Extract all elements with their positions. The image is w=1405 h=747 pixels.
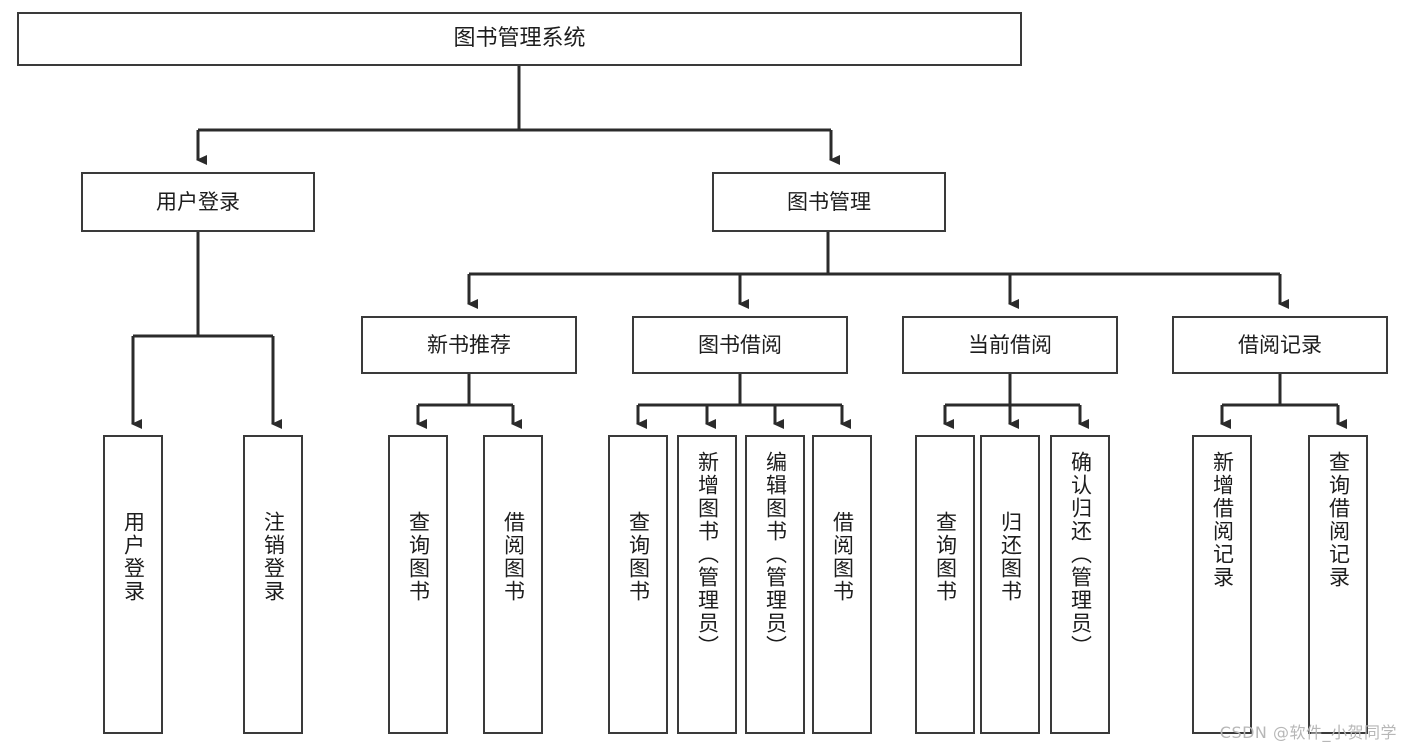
watermark-text: CSDN @软件_小贺同学 [1219, 723, 1397, 742]
node-label: 确认归还（管理员） [1068, 451, 1093, 658]
node-book-borrow[interactable]: 图书借阅 [632, 316, 848, 374]
leaf-book-borrow-query[interactable]: 查询图书 [608, 435, 668, 734]
node-root-system[interactable]: 图书管理系统 [17, 12, 1022, 66]
node-label: 当前借阅 [968, 332, 1052, 357]
leaf-user-login-logout[interactable]: 注销登录 [243, 435, 303, 734]
leaf-new-book-borrow[interactable]: 借阅图书 [483, 435, 543, 734]
leaf-current-borrow-query[interactable]: 查询图书 [915, 435, 975, 734]
leaf-new-book-query[interactable]: 查询图书 [388, 435, 448, 734]
node-label: 用户登录 [156, 189, 240, 214]
leaf-book-borrow-add-admin[interactable]: 新增图书（管理员） [677, 435, 737, 734]
node-label: 查询借阅记录 [1326, 451, 1351, 589]
node-book-management[interactable]: 图书管理 [712, 172, 946, 232]
node-label: 新增图书（管理员） [695, 451, 720, 658]
node-label: 用户登录 [121, 511, 146, 603]
node-user-login[interactable]: 用户登录 [81, 172, 315, 232]
node-new-book-recommend[interactable]: 新书推荐 [361, 316, 577, 374]
node-label: 借阅记录 [1238, 332, 1322, 357]
node-label: 查询图书 [626, 511, 651, 603]
node-label: 借阅图书 [830, 511, 855, 603]
node-label: 新书推荐 [427, 332, 511, 357]
node-label: 注销登录 [261, 511, 286, 603]
node-label: 查询图书 [933, 511, 958, 603]
node-label: 查询图书 [406, 511, 431, 603]
node-label: 新增借阅记录 [1210, 451, 1235, 589]
node-label: 归还图书 [998, 511, 1023, 603]
leaf-current-borrow-confirm-admin[interactable]: 确认归还（管理员） [1050, 435, 1110, 734]
leaf-user-login-login[interactable]: 用户登录 [103, 435, 163, 734]
leaf-book-borrow-edit-admin[interactable]: 编辑图书（管理员） [745, 435, 805, 734]
node-label: 图书借阅 [698, 332, 782, 357]
leaf-borrow-record-add[interactable]: 新增借阅记录 [1192, 435, 1252, 734]
leaf-book-borrow-borrow[interactable]: 借阅图书 [812, 435, 872, 734]
node-label: 图书管理系统 [453, 26, 586, 52]
leaf-borrow-record-query[interactable]: 查询借阅记录 [1308, 435, 1368, 734]
node-current-borrow[interactable]: 当前借阅 [902, 316, 1118, 374]
node-label: 图书管理 [787, 189, 871, 214]
leaf-current-borrow-return[interactable]: 归还图书 [980, 435, 1040, 734]
node-borrow-record[interactable]: 借阅记录 [1172, 316, 1388, 374]
node-label: 借阅图书 [501, 511, 526, 603]
node-label: 编辑图书（管理员） [763, 451, 788, 658]
